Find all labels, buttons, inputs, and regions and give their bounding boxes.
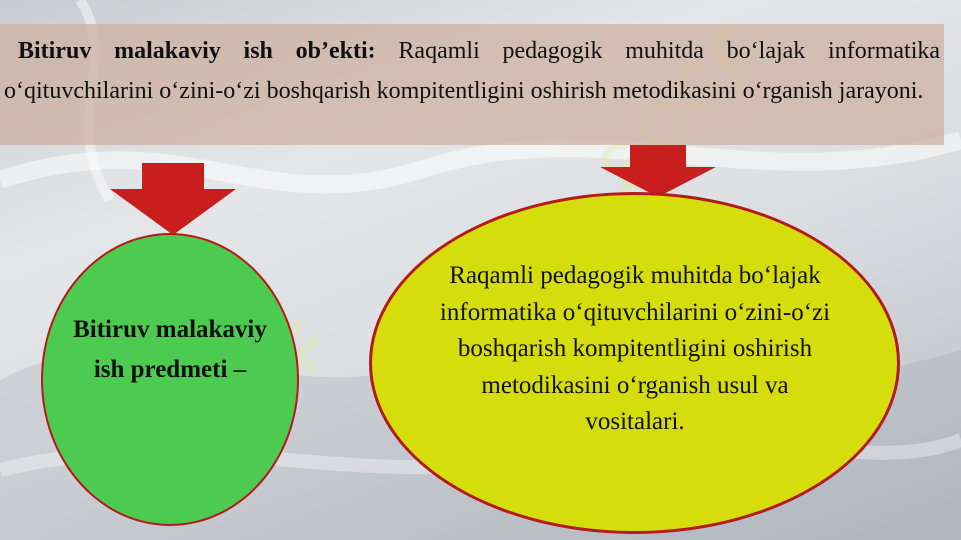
object-body: Raqamli pedagogik muhitda bo‘lajak infor… — [4, 38, 941, 104]
down-arrow-right-icon — [600, 145, 716, 197]
subject-circle — [41, 233, 299, 526]
subject-detail-text: Raqamli pedagogik muhitda bo‘lajak infor… — [439, 262, 831, 435]
object-panel — [0, 24, 944, 145]
object-lead: Bitiruv malakaviy ish ob’ekti: — [18, 38, 376, 64]
subject-detail-circle — [369, 192, 900, 534]
down-arrow-left-icon — [110, 163, 236, 235]
subject-label: Bitiruv malakaviy ish predmeti – — [73, 316, 267, 383]
object-statement: Bitiruv malakaviy ish ob’ekti: Raqamli p… — [4, 31, 940, 111]
